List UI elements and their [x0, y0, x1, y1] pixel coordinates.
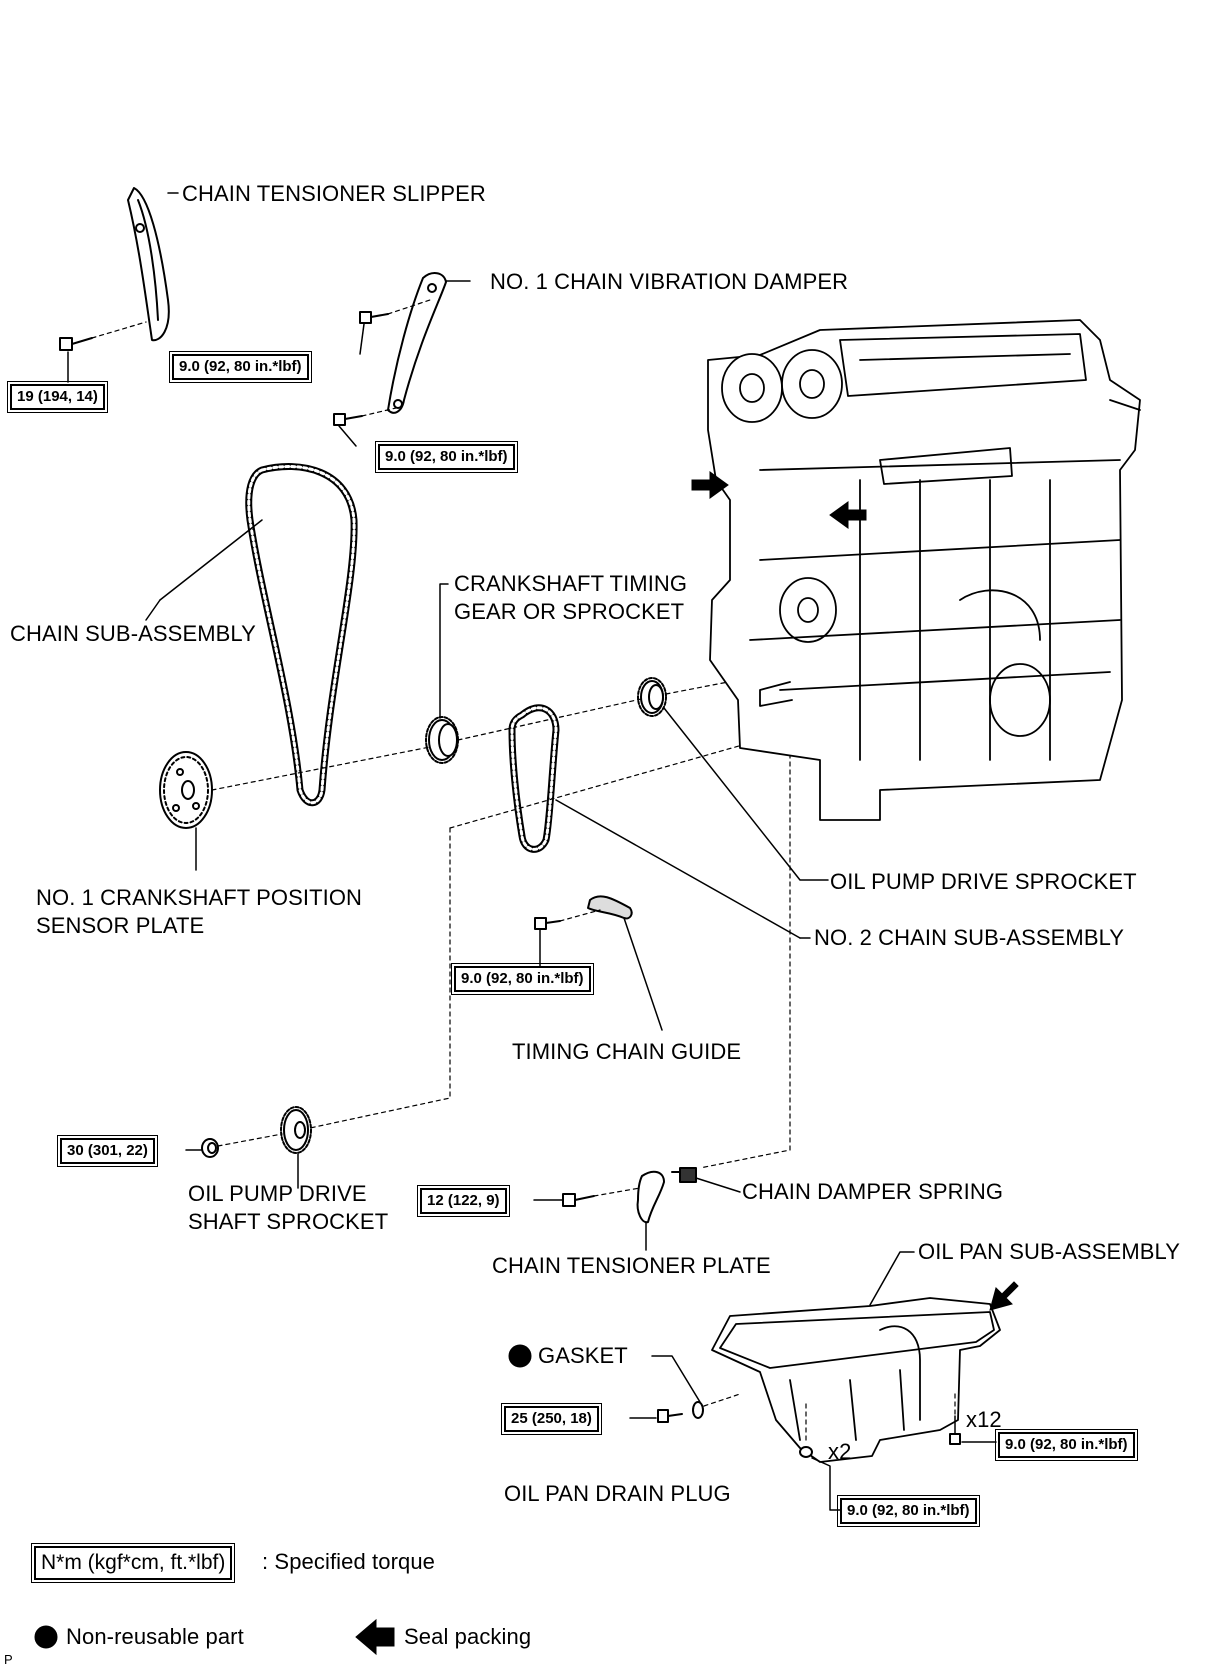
- gasket-drawing: [692, 1401, 704, 1419]
- legend-seal-packing-icon: [355, 1618, 395, 1656]
- oil-pan-sub-assembly-drawing: [711, 1297, 1001, 1463]
- shaft-sprocket-nut: [201, 1138, 219, 1158]
- label-chain-damper-spring: CHAIN DAMPER SPRING: [742, 1179, 1004, 1204]
- oil-pump-drive-shaft-sprocket-drawing: [280, 1106, 312, 1154]
- oil-pump-drive-sprocket-drawing: [637, 677, 667, 717]
- no1-crankshaft-position-sensor-plate-drawing: [159, 751, 213, 829]
- seal-packing-arrow-1: [691, 471, 729, 499]
- no2-chain-sub-assembly-drawing: [508, 704, 560, 853]
- torque-damper-lower: 9.0 (92, 80 in.*lbf): [375, 441, 518, 473]
- no1-chain-vibration-damper-drawing: [387, 272, 447, 414]
- label-gasket: GASKET: [538, 1343, 628, 1368]
- crankshaft-timing-gear-drawing: [425, 716, 459, 764]
- label-timing-chain-guide: TIMING CHAIN GUIDE: [512, 1039, 742, 1064]
- label-no1-crankshaft-position-line1: NO. 1 CRANKSHAFT POSITION: [36, 885, 363, 910]
- torque-damper-upper: 9.0 (92, 80 in.*lbf): [169, 351, 312, 383]
- label-no1-crankshaft-position-line2: SENSOR PLATE: [36, 913, 205, 938]
- label-no1-chain-vibration-damper: NO. 1 CHAIN VIBRATION DAMPER: [490, 269, 849, 294]
- label-oil-pump-drive-shaft-line2: SHAFT SPROCKET: [188, 1209, 389, 1234]
- legend-non-reusable-icon: [34, 1625, 58, 1649]
- label-pan-bolts-count: x12: [966, 1407, 1002, 1432]
- legend-non-reusable-text: Non-reusable part: [66, 1624, 244, 1649]
- legend-seal-packing-text: Seal packing: [404, 1624, 532, 1649]
- torque-drain-plug: 25 (250, 18): [501, 1403, 602, 1435]
- label-crankshaft-timing-gear-line1: CRANKSHAFT TIMING: [454, 571, 688, 596]
- chain-sub-assembly-drawing: [245, 463, 358, 807]
- engine-block-drawing: [707, 319, 1141, 821]
- label-oil-pan-drain-plug: OIL PAN DRAIN PLUG: [504, 1481, 731, 1506]
- label-oil-pan-sub-assembly: OIL PAN SUB-ASSEMBLY: [918, 1239, 1181, 1264]
- torque-slipper-bolt: 19 (194, 14): [7, 381, 108, 413]
- seal-packing-arrow-3: [989, 1281, 1019, 1311]
- non-reusable-mark-gasket: [508, 1344, 532, 1368]
- slipper-bolt: [59, 337, 93, 351]
- timing-chain-guide-drawing: [587, 895, 633, 920]
- legend-torque-desc: : Specified torque: [262, 1549, 436, 1574]
- drain-plug: [657, 1409, 683, 1423]
- torque-tensioner-plate-bolt: 12 (122, 9): [417, 1185, 510, 1217]
- footer-mark: P: [4, 1652, 13, 1667]
- torque-shaft-sprocket-nut: 30 (301, 22): [57, 1135, 158, 1167]
- label-oil-pump-drive-sprocket: OIL PUMP DRIVE SPROCKET: [830, 869, 1137, 894]
- chain-tensioner-plate-drawing: [636, 1170, 665, 1224]
- label-chain-tensioner-slipper: CHAIN TENSIONER SLIPPER: [182, 181, 486, 206]
- seal-packing-arrow-2: [829, 501, 867, 529]
- label-chain-sub-assembly: CHAIN SUB-ASSEMBLY: [10, 621, 256, 646]
- label-chain-tensioner-plate: CHAIN TENSIONER PLATE: [492, 1253, 771, 1278]
- label-pan-nuts-count: x2: [828, 1439, 852, 1464]
- label-oil-pump-drive-shaft-line1: OIL PUMP DRIVE: [188, 1181, 367, 1206]
- label-crankshaft-timing-gear-line2: GEAR OR SPROCKET: [454, 599, 685, 624]
- label-no2-chain-sub-assembly: NO. 2 CHAIN SUB-ASSEMBLY: [814, 925, 1125, 950]
- legend-torque-box: N*m (kgf*cm, ft.*lbf): [30, 1543, 236, 1583]
- torque-guide-bolt: 9.0 (92, 80 in.*lbf): [451, 963, 594, 995]
- torque-pan-nuts: 9.0 (92, 80 in.*lbf): [837, 1495, 980, 1527]
- chain-damper-spring-drawing: [671, 1167, 697, 1183]
- chain-tensioner-slipper-drawing: [127, 187, 170, 342]
- torque-pan-bolts: 9.0 (92, 80 in.*lbf): [995, 1429, 1138, 1461]
